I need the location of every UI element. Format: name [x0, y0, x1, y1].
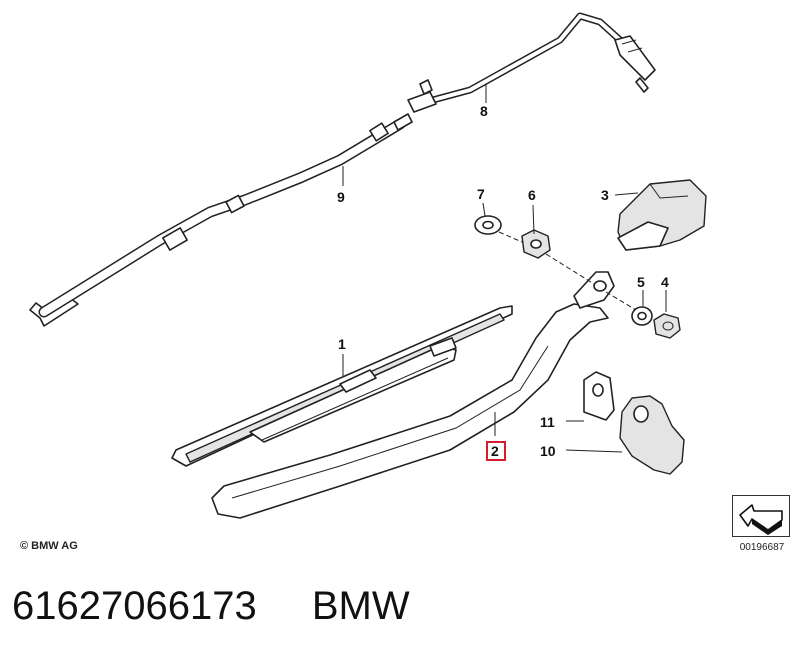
- wiper-arm-part: [211, 271, 615, 519]
- callout-2-highlight-box: [486, 441, 506, 461]
- callout-5: 5: [637, 274, 645, 290]
- seal-part: [583, 371, 615, 421]
- washer-part: [474, 215, 502, 235]
- callout-1: 1: [338, 336, 346, 352]
- leader-lines: [342, 84, 667, 453]
- hex-nut-part: [521, 229, 551, 259]
- callout-10: 10: [540, 443, 556, 459]
- washer-hose-part: [29, 113, 413, 327]
- brand-name: BMW: [311, 584, 410, 628]
- callout-3: 3: [601, 187, 609, 203]
- callout-9: 9: [337, 189, 345, 205]
- gasket-part: [619, 395, 685, 475]
- callout-4: 4: [661, 274, 669, 290]
- callout-6: 6: [528, 187, 536, 203]
- callout-7: 7: [477, 186, 485, 202]
- small-washer-part: [631, 306, 653, 326]
- copyright-text: © BMW AG: [20, 540, 78, 552]
- washer-pipe-part: [407, 12, 656, 113]
- diagram-ref-box: [732, 495, 790, 537]
- callout-11: 11: [540, 414, 555, 430]
- diagram-ref-number: 00196687: [739, 542, 785, 553]
- diagram-arrow-icon: [739, 504, 783, 535]
- cover-cap-part: [617, 179, 707, 251]
- cap-nut-part: [653, 313, 681, 339]
- parts-diagram: 1 2 3 4 5 6 7 8 9 10 11: [29, 12, 783, 535]
- callout-2: 2: [491, 443, 499, 459]
- part-number: 61627066173: [12, 584, 257, 628]
- wiper-blade-part: [171, 305, 513, 467]
- callout-8: 8: [480, 103, 488, 119]
- footer-caption: 61627066173 BMW: [12, 584, 410, 644]
